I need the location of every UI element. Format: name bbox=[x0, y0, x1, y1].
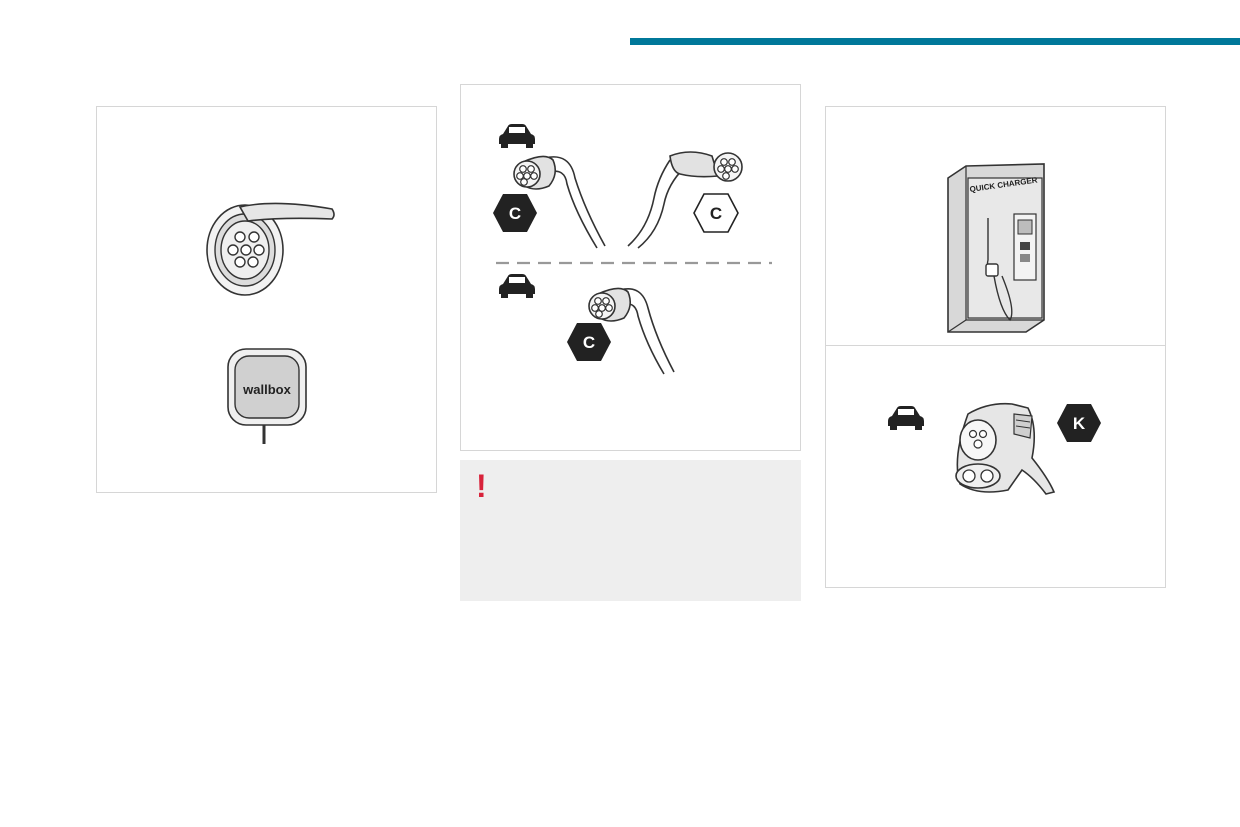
wallbox-brand-text: wallbox bbox=[242, 382, 291, 397]
type2-connector-lower-illustration bbox=[588, 287, 675, 375]
ccs-connector-illustration bbox=[955, 402, 1056, 495]
badge-label-top-right: C bbox=[710, 204, 722, 223]
right-panel-divider bbox=[825, 345, 1166, 346]
wallbox-charger-illustration: wallbox bbox=[227, 348, 307, 444]
dashed-separator bbox=[496, 261, 772, 265]
hexagon-badge-icon: K bbox=[1057, 404, 1101, 442]
hexagon-outline-badge-icon: C bbox=[693, 193, 739, 233]
badge-label-top-left: C bbox=[509, 204, 521, 223]
car-icon bbox=[499, 274, 535, 298]
warning-box bbox=[460, 460, 801, 601]
hexagon-badge-icon: C bbox=[567, 323, 611, 361]
badge-label-k: K bbox=[1073, 414, 1086, 433]
quick-charger-station-illustration: QUICK CHARGER bbox=[947, 163, 1045, 333]
car-icon bbox=[888, 406, 924, 430]
header-accent-bar bbox=[630, 38, 1240, 45]
left-illustration-panel bbox=[96, 106, 437, 493]
hexagon-badge-icon: C bbox=[493, 194, 537, 232]
middle-illustration-panel bbox=[460, 84, 801, 451]
exclamation-icon: ! bbox=[476, 468, 487, 504]
vehicle-socket-illustration bbox=[206, 202, 335, 296]
badge-label-bottom: C bbox=[583, 333, 595, 352]
type2-connector-illustration bbox=[513, 155, 606, 249]
car-icon bbox=[499, 124, 535, 148]
station-connector-illustration bbox=[627, 151, 743, 249]
